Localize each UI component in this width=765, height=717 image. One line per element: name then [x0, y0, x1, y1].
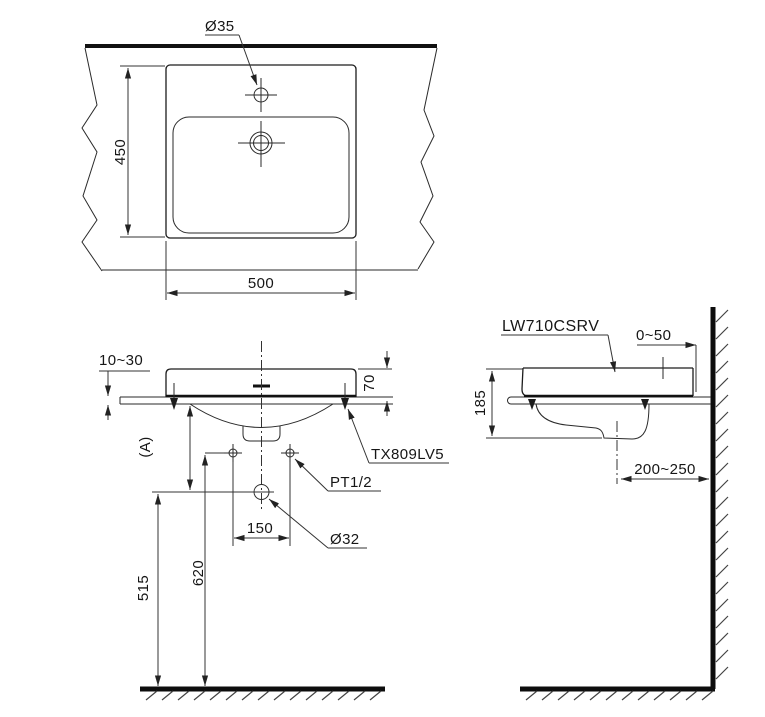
front-view: 10~30 70 (A) 150 620 515: [99, 341, 449, 701]
top-view: Ø35 450 500: [81, 18, 438, 300]
drain-leader-line: [268, 498, 329, 549]
model-number-text: LW710CSRV: [502, 318, 599, 335]
dim-hole-spacing-150: 150: [232, 462, 291, 546]
supply-hole-right: [281, 444, 299, 462]
fixing-bolt-left: [170, 383, 178, 410]
break-line-left: [81, 47, 103, 272]
drain-stub: [242, 426, 281, 442]
dim-counter-thickness: 10~30: [99, 352, 150, 420]
label-bracket-model: TX809LV5: [347, 408, 449, 464]
bowl-profile-side: [535, 403, 650, 440]
faucet-leader-line: [238, 34, 258, 86]
dim-drain-to-wall: 200~250: [621, 461, 709, 483]
drain-height-label: 515: [135, 575, 152, 601]
bowl-arc-front: [189, 403, 334, 428]
faucet-hole: [245, 78, 277, 112]
floor-hatching-front: [145, 690, 382, 701]
dim-width-500: 500: [165, 241, 357, 300]
width-label: 500: [248, 275, 274, 292]
break-line-right: [417, 47, 438, 270]
supply-height-label: 620: [190, 560, 207, 586]
drain-pipe-hole: [152, 484, 274, 500]
basin-body-side: [521, 367, 694, 398]
bracket-model-text: TX809LV5: [371, 446, 444, 463]
faucet-diameter-label: Ø35: [205, 18, 235, 35]
drain-diameter-text: Ø32: [330, 531, 360, 548]
label-drain-diameter: Ø32: [268, 498, 367, 549]
dim-ref-a: (A): [137, 406, 194, 490]
drain-to-wall-label: 200~250: [634, 461, 696, 478]
supply-hole-left: [224, 444, 242, 462]
label-model-number: LW710CSRV: [501, 318, 617, 373]
fixing-bolt-right: [341, 383, 349, 410]
dim-supply-height-620: 620: [190, 455, 209, 686]
dim-rim-height-70: 70: [358, 351, 392, 416]
model-leader-line: [607, 334, 617, 373]
dim-rear-gap-0-50: 0~50: [636, 327, 697, 392]
supply-thread-text: PT1/2: [330, 474, 372, 491]
side-view: 185 LW710CSRV 0~50 200~250: [472, 307, 729, 701]
depth-label: 450: [112, 139, 129, 165]
dim-faucet-diameter: Ø35: [205, 18, 258, 86]
basin-outline-top: [165, 64, 357, 239]
bowl-outline-top: [172, 116, 350, 234]
dim-basin-height-185: 185: [472, 368, 602, 439]
hole-spacing-label: 150: [247, 520, 273, 537]
rim-height-label: 70: [361, 374, 378, 392]
label-supply-thread: PT1/2: [294, 458, 381, 492]
supply-leader-line: [294, 458, 329, 492]
dim-drain-height-515: 515: [135, 494, 162, 686]
fixing-bolt-side-front: [528, 399, 536, 410]
basin-height-label: 185: [472, 390, 489, 416]
bracket-leader-line: [347, 408, 370, 464]
dim-depth-450: 450: [112, 65, 165, 238]
wall-hatching: [715, 309, 729, 680]
rear-gap-label: 0~50: [636, 327, 671, 344]
drain-hole-top: [238, 121, 285, 167]
floor-hatching-side: [525, 690, 714, 701]
fixing-bolt-side-rear: [641, 399, 649, 410]
ref-a-label: (A): [137, 436, 154, 457]
counter-thickness-label: 10~30: [99, 352, 143, 369]
